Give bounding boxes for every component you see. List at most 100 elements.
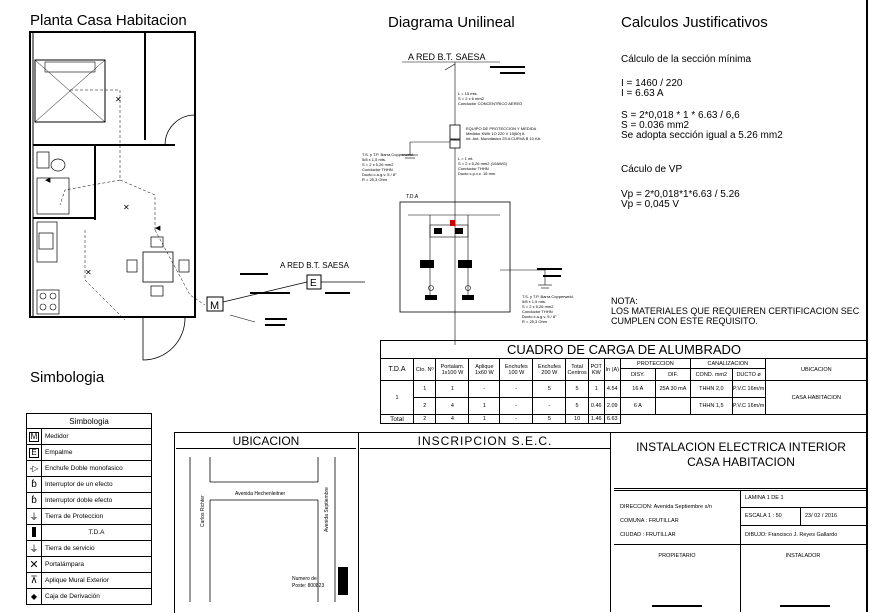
planta-title: Planta Casa Habitacion — [30, 12, 187, 29]
hdr-ducto: DUCTO ø — [731, 368, 766, 381]
fecha-field: 23/ 02 / 2016 — [805, 513, 838, 519]
table-row: 1 1 1 - - 5 5 1 4.54 16 A 25A 30 mA THHN… — [379, 380, 869, 415]
aplique-icon: ⊼ — [30, 575, 38, 586]
calc-line: I = 6.63 A — [621, 88, 664, 99]
lamina-field: LAMINA 1 DE 1 — [745, 495, 784, 501]
calc-line: Vp = 2*0,018*1*6.63 / 5.26 — [621, 189, 740, 200]
simbologia-title: Simbologia — [30, 369, 105, 386]
cell: 4 — [435, 414, 470, 424]
ubicacion-map: Avenida Hechenleitner Carlos Richter Ave… — [189, 457, 348, 602]
cell: THHN 2,0 — [690, 380, 733, 398]
calc-line: S = 2*0,018 * 1 * 6.63 / 6,6 — [621, 110, 740, 121]
symbol-label: Empalme — [41, 444, 152, 461]
cell: 1 — [413, 380, 437, 398]
street-richter: Carlos Richter — [200, 495, 206, 527]
cell: 0.46 — [587, 397, 605, 415]
uni-red-label: A RED B.T. SAESA — [408, 52, 486, 62]
table-row: 2 4 1 - - 5 0.46 2.09 6 A THHN 1,5 P.V.C… — [381, 397, 868, 415]
instalador-label: INSTALADOR — [785, 553, 821, 559]
list-item: ⏚Tierra de servicio — [26, 540, 152, 557]
cell: P.V.C 16m/m — [731, 380, 766, 398]
signature-line-instalador — [780, 605, 830, 607]
symbol-label: Interruptor de un efecto — [41, 476, 152, 493]
symbol-label: Portalámpara — [41, 556, 152, 573]
cell-ubicacion: CASA HABITACION — [764, 380, 869, 415]
cell: 25A 30 mA — [654, 380, 692, 398]
cell: - — [532, 397, 567, 415]
hdr-portalam: Portalam. 1x100 W — [435, 358, 470, 381]
cell: THHN 1,5 — [690, 397, 733, 415]
hdr-ubicacion: UBICACION — [764, 358, 869, 381]
calc-vp-title: Cáculo de VP — [621, 164, 683, 175]
svg-text:✕: ✕ — [115, 95, 122, 104]
tda-icon — [32, 526, 36, 537]
nota-title: NOTA: — [611, 296, 638, 306]
cell: 1 — [468, 414, 501, 424]
cartouche-title2: CASA HABITACION — [687, 455, 795, 469]
tierra-servicio-icon: ⏚ — [29, 544, 39, 554]
ubicacion-title: UBICACION — [176, 434, 356, 449]
hdr-disy: DISY. — [619, 368, 656, 381]
symbol-label: Interruptor doble efecto — [41, 492, 152, 509]
portalampara-icon: ✕ — [29, 559, 39, 571]
hdr-enchufes100: Enchufes 100 W — [499, 358, 534, 381]
cell: - — [499, 397, 534, 415]
direccion-field: DIRECCION: Avenida Septiembre s/n — [620, 504, 712, 510]
dibujo-field: DIBUJO: Francisco J. Reyes Gallardo — [745, 532, 838, 538]
poste-label: Poste: 800823 — [292, 583, 324, 589]
cell — [654, 397, 692, 415]
cell: 2 — [413, 414, 437, 424]
table-total-row: Total 2 4 1 - 5 10 1.46 6.63 — [379, 414, 868, 424]
list-item: T.D.A — [26, 524, 152, 541]
numero-label: Numero de — [292, 576, 317, 582]
calc-line: Vp = 0,045 V — [621, 199, 680, 210]
propietario-label: PROPIETARIO — [658, 553, 696, 559]
empalme-icon: E — [29, 447, 39, 458]
hdr-cto: Cto. Nº — [413, 358, 437, 381]
cell: 1 — [468, 397, 501, 415]
hdr-aplique: Aplique 1x60 W — [468, 358, 501, 381]
svg-text:✕: ✕ — [85, 268, 92, 277]
calc-line: S = 0.036 mm2 — [621, 120, 690, 131]
hdr-enchufes200: Enchufes 200 W — [532, 358, 567, 381]
unilineal-diagram: A RED B.T. SAESA T.D.A — [399, 52, 562, 345]
hdr-proteccion: PROTECCION — [619, 358, 692, 369]
uni-tda-label: T.D.A — [406, 194, 419, 200]
list-item: ◆Caja de Derivación — [26, 588, 152, 605]
calculos-title: Calculos Justificativos — [621, 14, 768, 31]
uni-alimentador-text: L = 1 mt.S = 2 x 5,26 mm2 (10AWG)Conduct… — [458, 156, 508, 176]
cell: 2 — [413, 397, 437, 415]
calc-seccion-title: Cálculo de la sección mínima — [621, 54, 752, 65]
cartouche-title: INSTALACION ELECTRICA INTERIOR CASA HABI… — [616, 440, 866, 470]
cell: 5 — [565, 380, 589, 398]
cell: 5 — [532, 414, 567, 424]
cell: 6 A — [619, 397, 656, 415]
page-border — [866, 0, 868, 612]
cuadro-title: CUADRO DE CARGA DE ALUMBRADO — [380, 340, 868, 359]
hdr-dif: DIF. — [654, 368, 692, 381]
symbol-label: T.D.A — [41, 524, 152, 541]
street-septiembre: Avenida Septiembre — [324, 487, 330, 532]
cell-total-label: Total — [379, 414, 415, 424]
cell: - — [499, 380, 534, 398]
caja-derivacion-icon: ◆ — [30, 592, 38, 601]
tierra-proteccion-icon: ⏚ — [29, 512, 39, 522]
escala-field: ESCALA 1 : 50 — [745, 513, 782, 519]
plan-red-label: A RED B.T. SAESA — [280, 261, 350, 270]
nota-line1: LOS MATERIALES QUE REQUIEREN CERTIFICACI… — [611, 306, 860, 316]
symbol-label: Tierra de Proteccion — [41, 508, 152, 525]
calculos-block: Cálculo de la sección mínima I = 1460 / … — [621, 55, 783, 210]
list-item: -▷Enchufe Doble monofasico — [26, 460, 152, 477]
cell: 5 — [565, 397, 589, 415]
nota-block: NOTA: LOS MATERIALES QUE REQUIEREN CERTI… — [611, 296, 866, 326]
hdr-total: Total Centros — [565, 358, 589, 381]
list-item: ✕Portalámpara — [26, 556, 152, 573]
comuna-field: COMUNA : FRUTILLAR — [620, 518, 679, 524]
hdr-canalizacion: CANALIZACION — [690, 358, 766, 369]
medidor-icon: M — [28, 431, 40, 442]
cell: 10 — [565, 414, 589, 424]
enchufe-icon: -▷ — [29, 464, 39, 473]
